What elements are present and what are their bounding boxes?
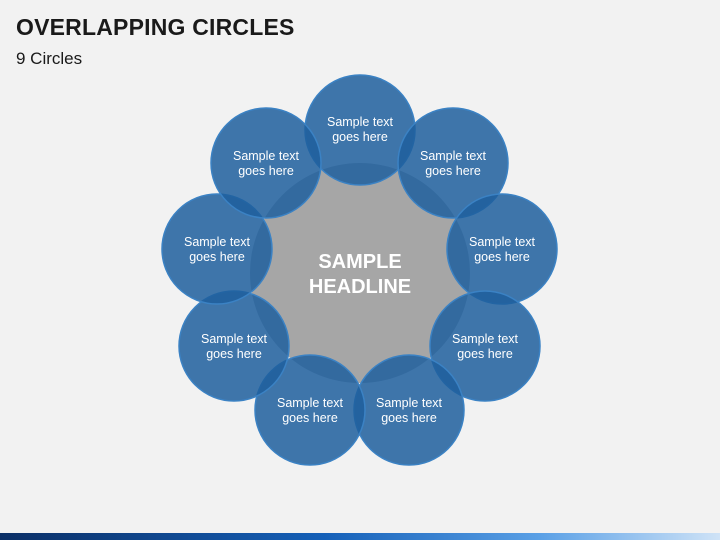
- outer-circles: [161, 74, 558, 466]
- circle-2: [397, 107, 509, 219]
- circle-5: [353, 354, 465, 466]
- circle-9-label-line2: goes here: [238, 164, 294, 178]
- circle-8-label-line2: goes here: [189, 250, 245, 264]
- circle-5-label-line2: goes here: [381, 411, 437, 425]
- circle-3-label-line1: Sample text: [469, 235, 536, 249]
- circle-9-label-line1: Sample text: [233, 149, 300, 163]
- center-headline: SAMPLE HEADLINE: [309, 251, 411, 298]
- circle-6: [254, 354, 366, 466]
- circle-5-label-line1: Sample text: [376, 396, 443, 410]
- circle-labels: Sample text goes here Sample text goes h…: [184, 115, 536, 425]
- center-headline-line2: HEADLINE: [309, 276, 411, 298]
- circle-7-label-line1: Sample text: [201, 332, 268, 346]
- circle-1-label-line1: Sample text: [327, 115, 394, 129]
- slide-title: OVERLAPPING CIRCLES: [16, 14, 295, 40]
- circle-7-label-line2: goes here: [206, 347, 262, 361]
- center-headline-line1: SAMPLE: [318, 251, 401, 273]
- circle-6-label-line1: Sample text: [277, 396, 344, 410]
- circle-9: [210, 107, 322, 219]
- circle-3-label-line2: goes here: [474, 250, 530, 264]
- circle-8-label-line1: Sample text: [184, 235, 251, 249]
- footer-gradient-bar: [0, 533, 720, 540]
- circle-4-label-line2: goes here: [457, 347, 513, 361]
- slide-subtitle: 9 Circles: [16, 49, 83, 68]
- circle-1-label-line2: goes here: [332, 130, 388, 144]
- circle-4-label-line1: Sample text: [452, 332, 519, 346]
- circle-8: [161, 193, 273, 305]
- circle-2-label-line2: goes here: [425, 164, 481, 178]
- circle-4: [429, 290, 541, 402]
- circle-6-label-line2: goes here: [282, 411, 338, 425]
- center-circle: [250, 163, 470, 383]
- circle-3: [446, 193, 558, 305]
- circle-7: [178, 290, 290, 402]
- circle-2-label-line1: Sample text: [420, 149, 487, 163]
